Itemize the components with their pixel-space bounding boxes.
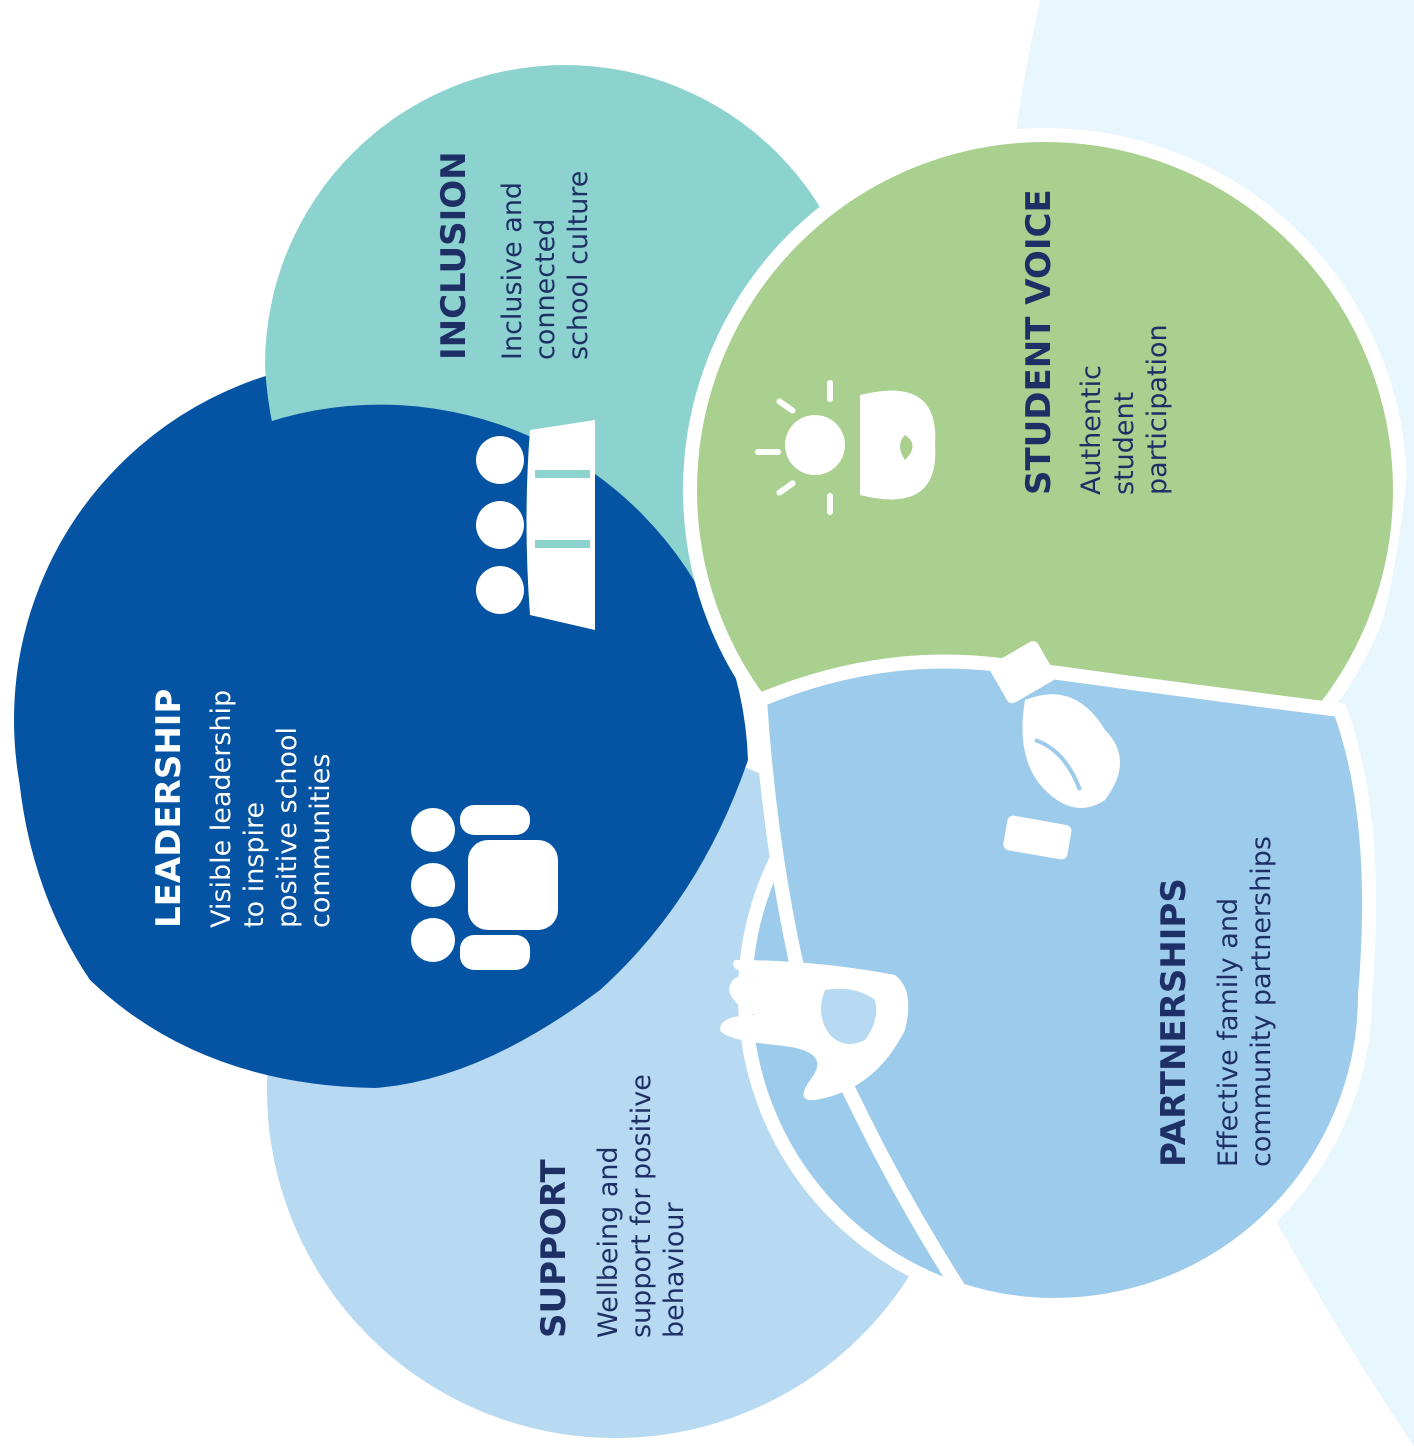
inclusion-line-3: school culture — [563, 171, 594, 360]
inclusion-title: INCLUSION — [434, 151, 474, 360]
adult-and-child-hand-icon — [720, 960, 909, 1101]
inclusion-line-2: connected — [530, 219, 561, 360]
partnerships-text-block: PARTNERSHIPS Effective family and commun… — [1154, 836, 1277, 1167]
partnerships-title: PARTNERSHIPS — [1154, 878, 1194, 1167]
student-voice-line-3: participation — [1142, 324, 1173, 495]
leadership-line-3: positive school — [272, 727, 303, 928]
student-voice-edge — [1360, 300, 1414, 720]
support-line-3: behaviour — [659, 1201, 690, 1338]
inclusion-line-1: Inclusive and — [497, 182, 528, 360]
leadership-title: LEADERSHIP — [149, 689, 189, 928]
group-of-people-icon — [476, 420, 595, 630]
partnerships-line-2: community partnerships — [1246, 836, 1277, 1167]
student-voice-text-block: STUDENT VOICE Authentic student particip… — [1019, 189, 1173, 495]
leadership-line-4: communities — [305, 754, 336, 928]
inclusion-text-block: INCLUSION Inclusive and connected school… — [434, 151, 594, 360]
support-line-1: Wellbeing and — [593, 1146, 624, 1338]
leader-with-team-icon — [411, 805, 558, 970]
leadership-line-1: Visible leadership — [206, 690, 237, 928]
support-text-block: SUPPORT Wellbeing and support for positi… — [534, 1074, 690, 1338]
student-voice-line-2: student — [1109, 392, 1140, 495]
partnerships-line-1: Effective family and — [1213, 898, 1244, 1167]
support-line-2: support for positive — [626, 1074, 657, 1338]
handshake-icon — [989, 641, 1120, 860]
leadership-line-2: to inspire — [239, 802, 270, 928]
support-title: SUPPORT — [534, 1159, 574, 1338]
lightbulb-idea-person-icon — [755, 380, 936, 515]
student-voice-title: STUDENT VOICE — [1019, 189, 1059, 495]
student-voice-line-1: Authentic — [1076, 365, 1107, 495]
leadership-text-block: LEADERSHIP Visible leadership to inspire… — [149, 689, 336, 928]
